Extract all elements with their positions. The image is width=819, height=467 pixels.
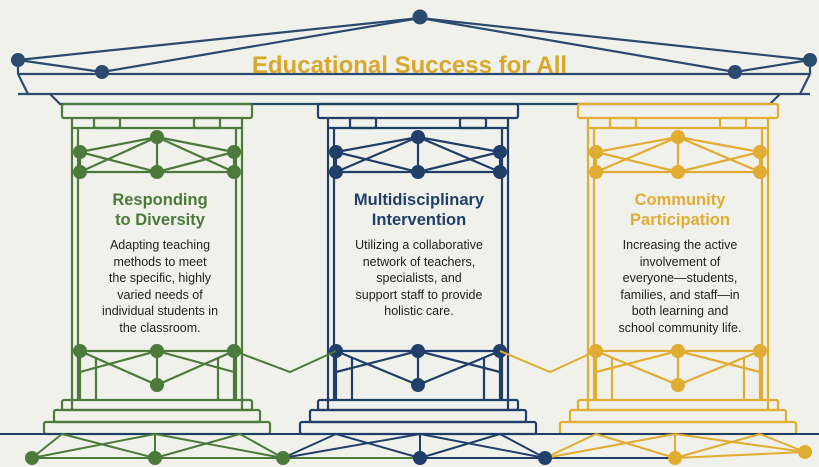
base-truss [154,433,241,459]
base-truss [674,433,761,459]
pillar-description-multidisciplinary-intervention: Utilizing a collaborative network of tea… [355,238,483,318]
diagram-title: Educational Success for All [251,52,568,79]
pillar-multidisciplinary-intervention [298,102,538,436]
pillar-node [411,130,425,144]
pillar-node [753,165,767,179]
pillar-node [753,344,767,358]
pillar-node [753,145,767,159]
pillar-heading-multidisciplinary-intervention: Multidisciplinary Intervention [353,191,485,229]
base-truss [31,433,156,459]
base-truss [499,433,546,459]
pillar-node [493,145,507,159]
pillar-node [589,145,603,159]
base-truss [335,433,421,459]
pillar-node [150,130,164,144]
base-node [25,451,39,465]
pillar-plinth [316,398,520,412]
pillar-plinth [308,408,528,424]
pillar-node [73,165,87,179]
pillar-node [329,145,343,159]
base-truss [61,433,156,459]
base-truss [674,433,806,453]
roof-node [728,65,742,79]
base-node [413,451,427,465]
pillar-node [493,165,507,179]
base-truss [239,433,284,459]
pillar-description-community-participation: Increasing the active involvement of eve… [618,238,742,335]
base-node [798,445,812,459]
pillar-plinth [52,408,262,424]
base-network [0,350,819,465]
pillar-capital [316,102,520,120]
pillar-plinth [298,420,538,436]
pillar-node [73,344,87,358]
roof-node [803,53,817,67]
roof-node [412,9,428,25]
base-line [674,451,806,459]
base-truss [544,433,676,459]
cross-link [499,350,597,374]
pillar-heading-responding-to-diversity: Responding to Diversity [112,191,208,229]
roof-node [95,65,109,79]
pillar-responding-to-diversity [42,102,272,436]
base-truss [154,433,284,459]
pillar-node [150,344,164,358]
pillar-capital-block [458,116,488,130]
pillar-heading-community-participation: Community Participation [630,191,730,229]
base-truss [544,433,597,459]
pillar-node [150,165,164,179]
pillar-node [227,165,241,179]
pillar-capital-block [718,116,748,130]
base-truss [419,433,501,459]
base-truss [282,433,337,459]
pillar-capital [60,102,254,120]
base-truss [595,433,676,459]
base-node [276,451,290,465]
roof-beam [799,73,811,95]
roof-node [11,53,25,67]
pillar-capital-block [608,116,638,130]
pillar-node [671,344,685,358]
cross-link [233,350,337,374]
pillar-node [411,344,425,358]
pillar-plinth [576,398,780,412]
base-truss [759,433,806,453]
pillar-node [329,165,343,179]
pillar-capital [576,102,780,120]
base-node [538,451,552,465]
pillar-plinth [568,408,788,424]
base-truss [419,433,546,459]
pillar-plinth [558,420,798,436]
pillar-node [411,378,425,392]
roof-beam [17,73,29,95]
pillar-capital-block [348,116,378,130]
pillar-description-responding-to-diversity: Adapting teaching methods to meet the sp… [101,238,219,335]
pillar-plinth [60,398,254,412]
pillar-node [671,378,685,392]
pillar-node [73,145,87,159]
base-node [668,451,682,465]
pillar-node [671,130,685,144]
pillar-node [227,145,241,159]
pillar-node [411,165,425,179]
pillar-node [671,165,685,179]
base-truss [282,433,421,459]
base-node [148,451,162,465]
pillar-plinth [42,420,272,436]
pillar-capital-block [192,116,222,130]
pillar-node [150,378,164,392]
roof-cornice [49,93,781,106]
pillar-capital-block [92,116,122,130]
pillar-node [589,165,603,179]
